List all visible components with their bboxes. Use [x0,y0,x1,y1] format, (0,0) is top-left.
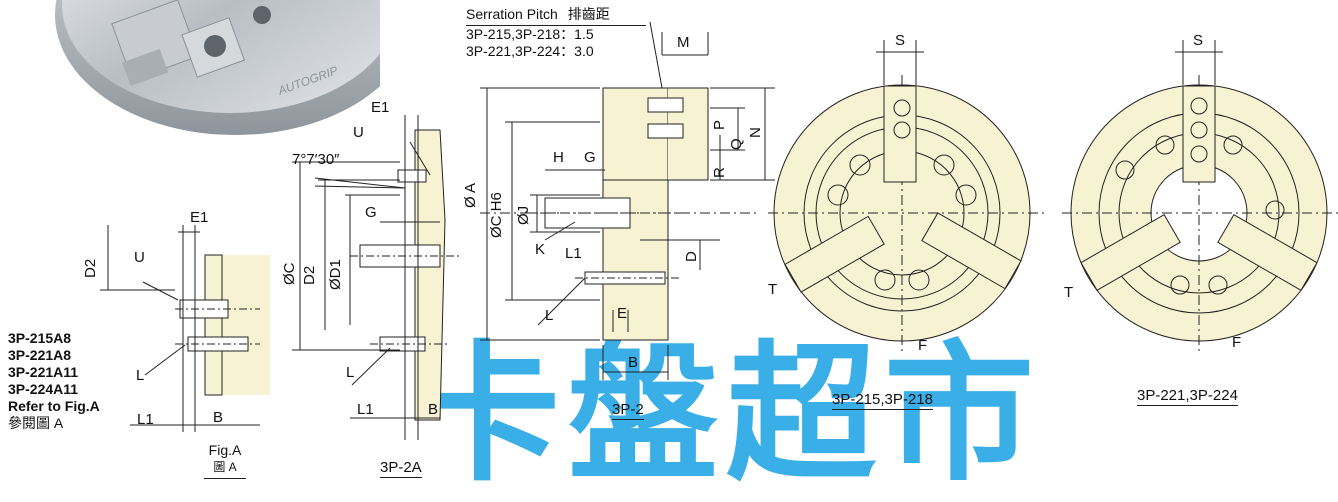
p2a-section [292,115,460,440]
serration-line-1: 3P-215,3P-218：1.5 [466,26,594,42]
dim-u-2a: U [353,124,364,141]
serration-title-cn: 排齒距 [567,6,610,22]
dim-g-2: G [584,149,596,166]
model-4: 3P-224A11 [8,381,79,397]
model-3: 3P-221A11 [8,364,79,380]
serration-line-2: 3P-221,3P-224：3.0 [466,43,594,59]
caption-front-2: 3P-221,3P-224 [1137,387,1238,406]
dim-s-2: S [1193,32,1204,49]
technical-drawing [100,21,1338,440]
dim-b-a: B [213,409,224,426]
dim-b-2a: B [428,401,439,418]
refer-note-cn: 參閱圖 A [8,415,64,431]
serration-block: Serration Pitch 排齒距 3P-215,3P-218：1.5 3P… [466,6,646,60]
model-2: 3P-221A8 [8,347,72,363]
front-view-2 [1062,40,1338,355]
dim-r: R [711,167,728,178]
dim-t-2: T [1064,284,1074,301]
dim-j: ØJ [515,205,532,225]
dim-q: Q [728,138,745,150]
dim-d2-a: D2 [82,258,99,278]
dim-m: M [677,34,690,51]
serration-title: Serration Pitch [466,6,558,22]
dim-k: K [535,241,546,258]
dim-f-2: F [1232,334,1242,351]
caption-fig-a: Fig.A 圖 A [204,442,246,479]
dim-f-1: F [918,337,928,354]
front-view-1 [768,40,1045,355]
dim-e1-2a: E1 [371,99,390,116]
model-notes: 3P-215A8 3P-221A8 3P-221A11 3P-224A11 Re… [8,330,100,432]
caption-fig-a-en: Fig.A [208,442,242,458]
dim-l1-2: L1 [565,245,582,262]
dim-h: H [553,149,564,166]
dim-l-a: L [136,367,145,384]
dim-t-1: T [768,281,778,298]
dim-l1-a: L1 [137,411,154,428]
dim-s-1: S [895,32,906,49]
refer-note: Refer to Fig.A [8,398,100,414]
dim-l1-2a: L1 [357,401,374,418]
watermark-text: 卡盤超市 [410,328,1043,502]
dim-angle: 7°7′30″ [292,151,340,168]
dim-d: D [683,251,700,262]
p2-section [480,21,775,380]
dim-e: E [617,305,628,322]
dim-p: P [711,119,728,130]
dim-a: Ø A [462,182,479,208]
dim-l-2: L [545,307,554,324]
dim-g-2a: G [365,204,377,221]
fig-a-section [100,225,270,432]
caption-p2: 3P-2 [612,401,644,420]
dim-c-h6: ØC H6 [488,192,505,238]
caption-front-1: 3P-215,3P-218 [832,391,933,410]
dim-b-2: B [628,354,639,371]
dim-l-2a: L [346,364,355,381]
dim-u-a: U [134,249,145,266]
chuck-photo: AUTOGRIP [55,0,380,135]
caption-fig-a-cn: 圖 A [204,459,246,479]
model-1: 3P-215A8 [8,330,72,346]
dim-d2-2a: D2 [301,265,318,285]
dim-d1-2a: ØD1 [327,259,344,290]
dim-e1-a: E1 [190,209,209,226]
caption-p2a: 3P-2A [380,459,422,478]
dim-c-2a: ØC [281,262,298,286]
dim-n: N [747,127,764,138]
